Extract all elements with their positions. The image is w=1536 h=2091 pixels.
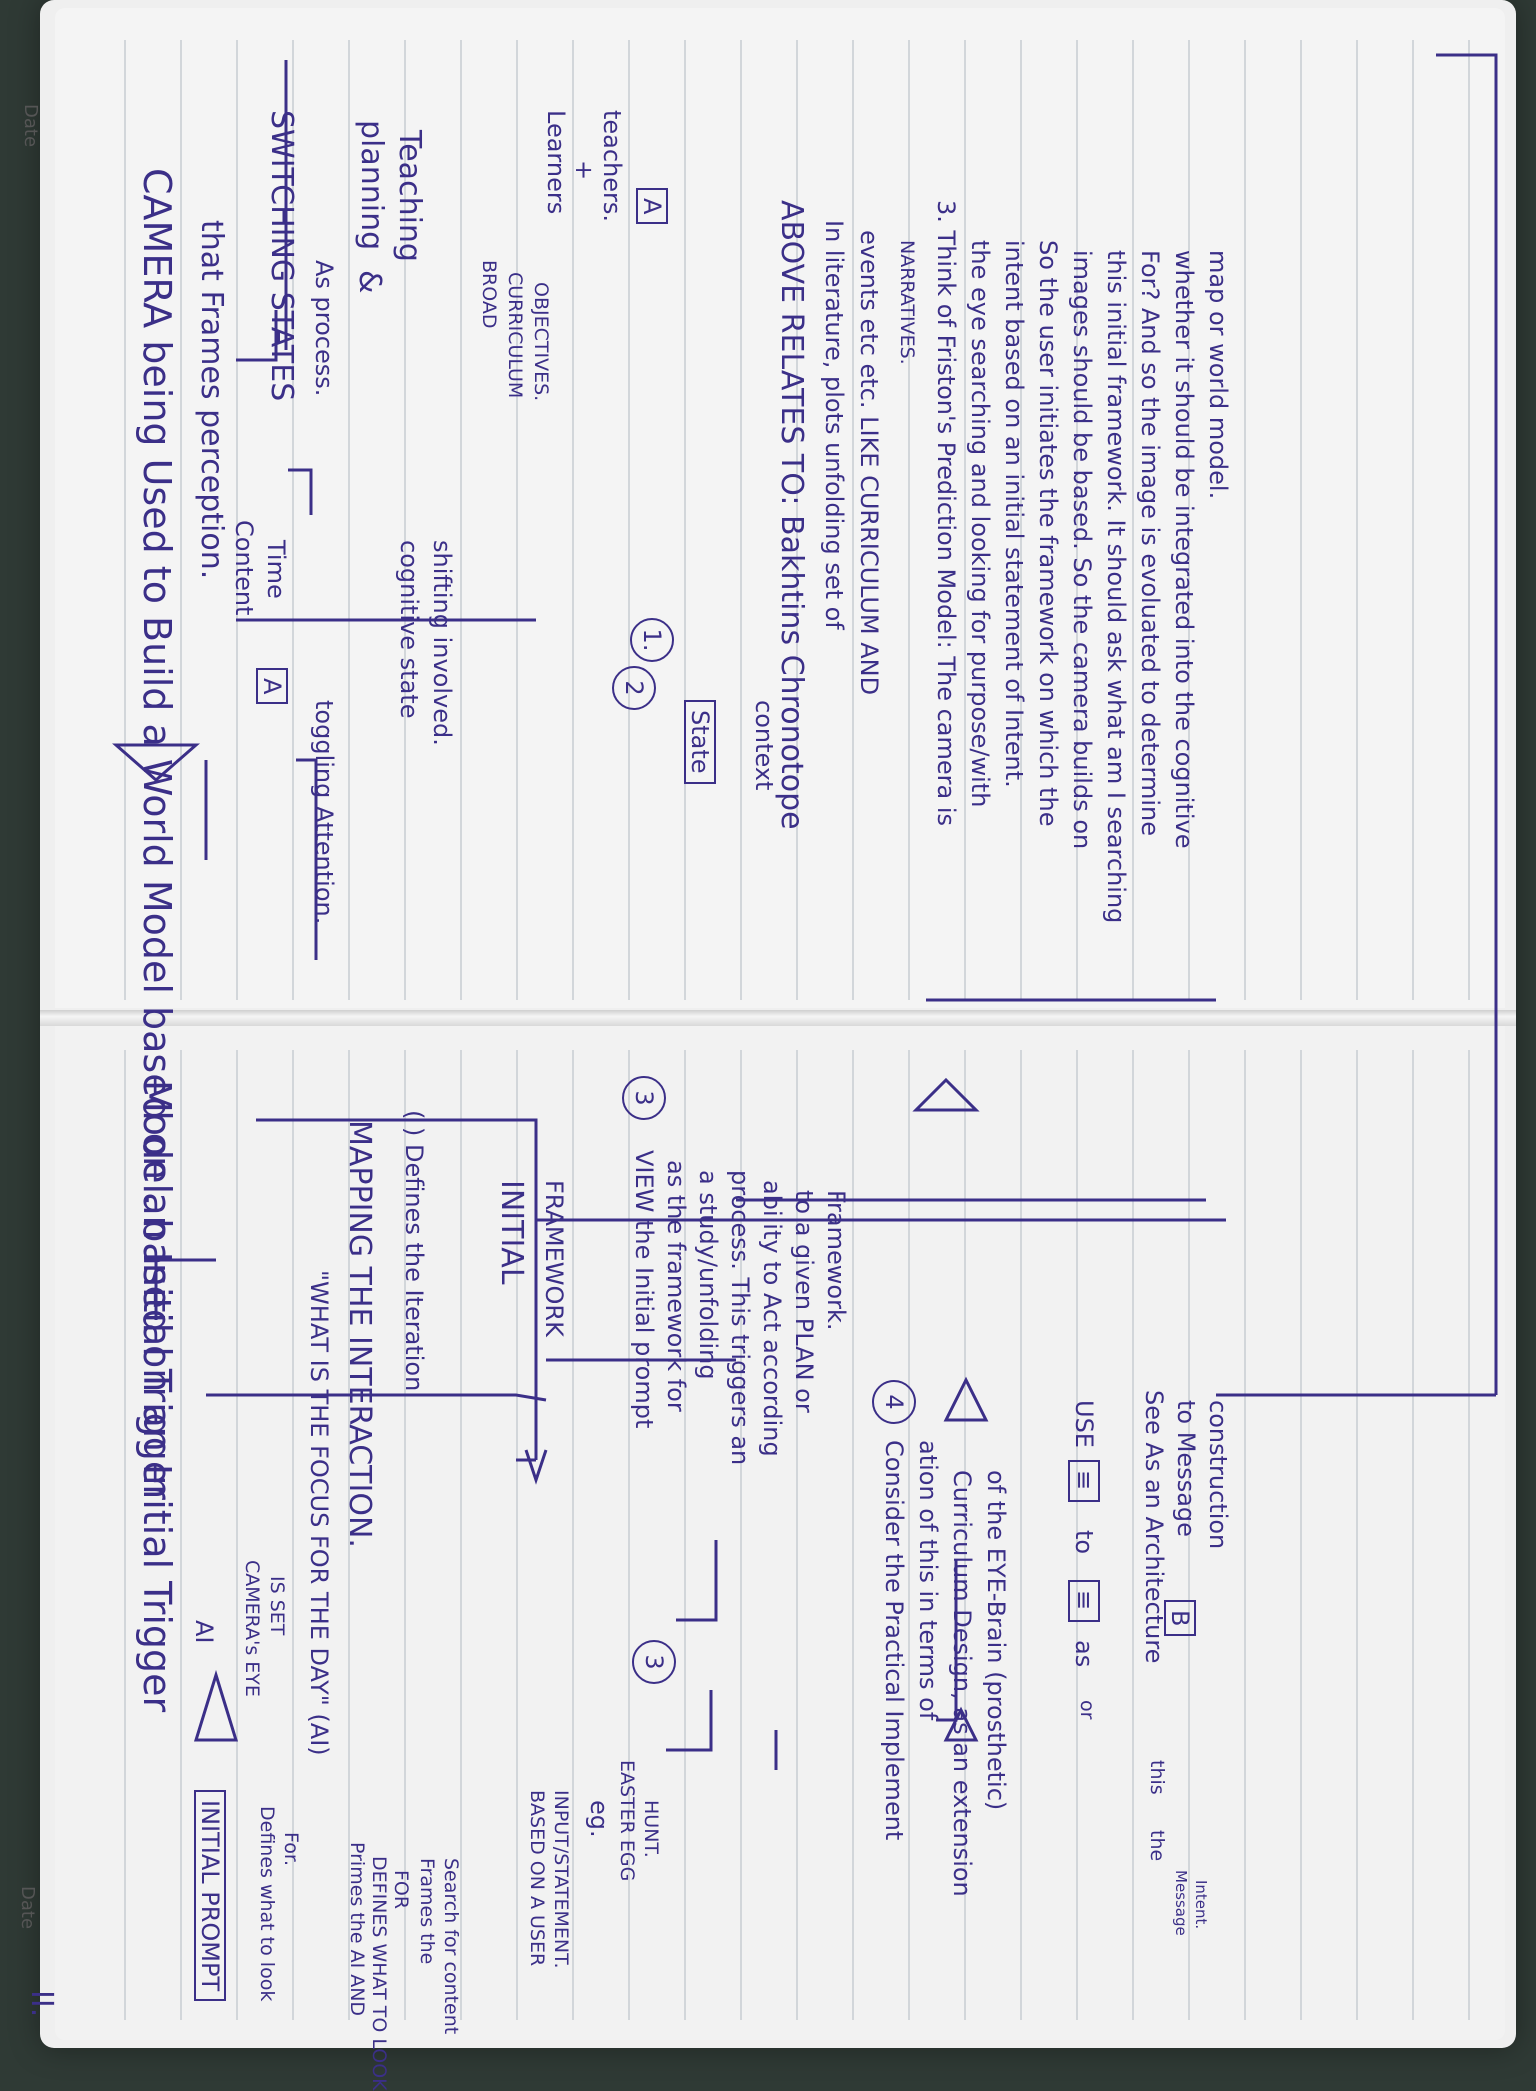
to-label: to — [1070, 1530, 1098, 1555]
mapping-interaction: MAPPING THE INTERACTION. — [342, 1120, 377, 1548]
time-label: Time — [262, 540, 290, 599]
friston-line-3: intent based on an initial statement of … — [1000, 240, 1028, 788]
ruled-lines-right — [70, 1050, 1480, 2020]
context: context — [750, 700, 778, 791]
friston-line-4: So the user initiates the framework on w… — [1034, 240, 1062, 827]
message-label: Message — [1172, 1870, 1190, 1936]
process-triggers: process. This triggers an — [726, 1170, 754, 1466]
teaching: Teaching — [392, 130, 427, 262]
for-label: For. — [280, 1832, 302, 1866]
content-label: Content — [230, 520, 258, 616]
friston-line-8: whether it should be integrated into the… — [1170, 250, 1198, 849]
circle-3b: 3 — [632, 1640, 676, 1684]
above-relates: ABOVE RELATES TO: Bakhtins Chronotope — [774, 200, 809, 830]
circle-3: 3 — [622, 1076, 666, 1120]
circle-1: 1. — [630, 618, 674, 662]
eg-label: eg. — [585, 1800, 613, 1838]
shifting-involved: shifting involved. — [428, 540, 456, 746]
defines-look: DEFINES WHAT TO LOOK — [368, 1856, 390, 2091]
is-set: IS SET — [266, 1576, 288, 1636]
date-label: Date — [20, 104, 41, 148]
intent-label: Intent. — [1192, 1880, 1210, 1930]
objectives: OBJECTIVES. — [530, 282, 552, 402]
view-initial: VIEW the Initial prompt — [630, 1150, 658, 1429]
friston-line-7: For? And so the image is evoluated to de… — [1136, 250, 1164, 837]
corner-mark: II. — [24, 1990, 59, 2018]
friston-line-5: images should be based. So the camera bu… — [1068, 250, 1096, 850]
initial-label: INITIAL — [494, 1180, 529, 1285]
teachers: teachers. — [598, 110, 626, 223]
ruled-lines-left — [70, 40, 1480, 1000]
doc-icon-2: ≡ — [1068, 1580, 1100, 1622]
notebook-spine — [40, 1010, 1516, 1026]
friston-line-6: this initial framework. It should ask wh… — [1102, 250, 1130, 924]
consider-line-3: Curriculum Design, as an extension — [948, 1470, 976, 1897]
curriculum: CURRICULUM — [504, 272, 526, 399]
toggling-attention: toggling Attention. — [310, 700, 338, 925]
switching-states: SWITCHING STATES — [264, 110, 299, 402]
ability-act: ability to Act according — [758, 1180, 786, 1457]
narratives: NARRATIVES. — [896, 240, 918, 365]
title-line-2: that Frames perception. — [194, 220, 229, 580]
to-given-plan: to a given PLAN or — [790, 1190, 818, 1413]
ai-label: AI — [190, 1620, 218, 1644]
framework-2: Framework. — [822, 1190, 850, 1331]
framework-label: FRAMEWORK — [540, 1180, 568, 1337]
events-etc: events etc etc. LIKE CURRICULUM AND — [855, 230, 883, 696]
circle-4: 4 — [872, 1380, 916, 1424]
and-symbol: & — [352, 270, 387, 294]
friston-line-9: map or world model. — [1204, 250, 1232, 500]
planning: planning — [354, 120, 389, 251]
title-continued: Model. based on an Initial Trigger — [135, 1080, 179, 1713]
what-is-focus: "WHAT IS THE FOCUS FOR THE DAY" (AI) — [305, 1270, 333, 1756]
photo-scene — [40, 0, 1516, 2048]
box-a-small: A — [256, 668, 288, 705]
handwritten-notes: Date CAMERA being Used to Build a World … — [17, 53, 1498, 2091]
circle-2: 2 — [612, 666, 656, 710]
defines-what: Defines what to look — [256, 1806, 278, 2002]
this-label: this — [1146, 1760, 1168, 1795]
doc-icon: ≡ — [1068, 1460, 1100, 1502]
study-unfolding: a study/unfolding — [694, 1170, 722, 1380]
box-a: A — [636, 188, 668, 225]
friston-line-2: the eye searching and looking for purpos… — [966, 240, 994, 808]
plus: + — [570, 160, 598, 181]
the-label: the — [1146, 1830, 1168, 1862]
as-label: as — [1070, 1640, 1098, 1668]
hunt: HUNT. — [640, 1800, 662, 1858]
as-framework: as the framework for — [662, 1160, 690, 1412]
friston-line-1: 3. Think of Friston's Prediction Model: … — [932, 200, 960, 827]
construction: construction — [1204, 1400, 1232, 1550]
search-for-content: Search for content — [440, 1858, 462, 2035]
initial-prompt-box: INITIAL PROMPT — [194, 1790, 226, 2002]
see-as: See As an Architecture — [1140, 1390, 1168, 1664]
state-box: State — [684, 700, 716, 784]
based-on-user: BASED ON A USER — [526, 1790, 548, 1967]
consider-line-4: of the EYE-Brain (prosthetic) — [982, 1470, 1010, 1811]
cognitive-state: cognitive state — [395, 540, 423, 719]
cameras-eye: CAMERA's EYE — [241, 1560, 263, 1697]
sketch-lines — [112, 53, 1498, 1770]
in-literature: In literature, plots unfolding set of — [820, 220, 848, 630]
easter-egg: EASTER EGG — [616, 1760, 638, 1882]
or-label: or — [1076, 1700, 1098, 1720]
frames-the: Frames the — [416, 1858, 438, 1965]
to-message: to Message — [1172, 1400, 1200, 1537]
consider-line-1: Consider the Practical Implement — [880, 1440, 908, 1841]
primes-ai: Primes the AI AND — [346, 1842, 368, 2017]
as-process: As process. — [310, 260, 338, 397]
box-b: B — [1164, 1600, 1196, 1637]
broad: BROAD — [478, 260, 500, 329]
input-statement: INPUT/STATEMENT. — [550, 1790, 572, 1969]
for-label-2: FOR — [390, 1870, 412, 1910]
consider-line-2: ation of this in terms of — [914, 1440, 942, 1721]
defines-iteration: ( ) Defines the Iteration — [400, 1110, 428, 1392]
date-label-right: Date — [17, 1886, 38, 1930]
learners: Learners — [542, 110, 570, 215]
use-label: USE — [1070, 1400, 1098, 1448]
